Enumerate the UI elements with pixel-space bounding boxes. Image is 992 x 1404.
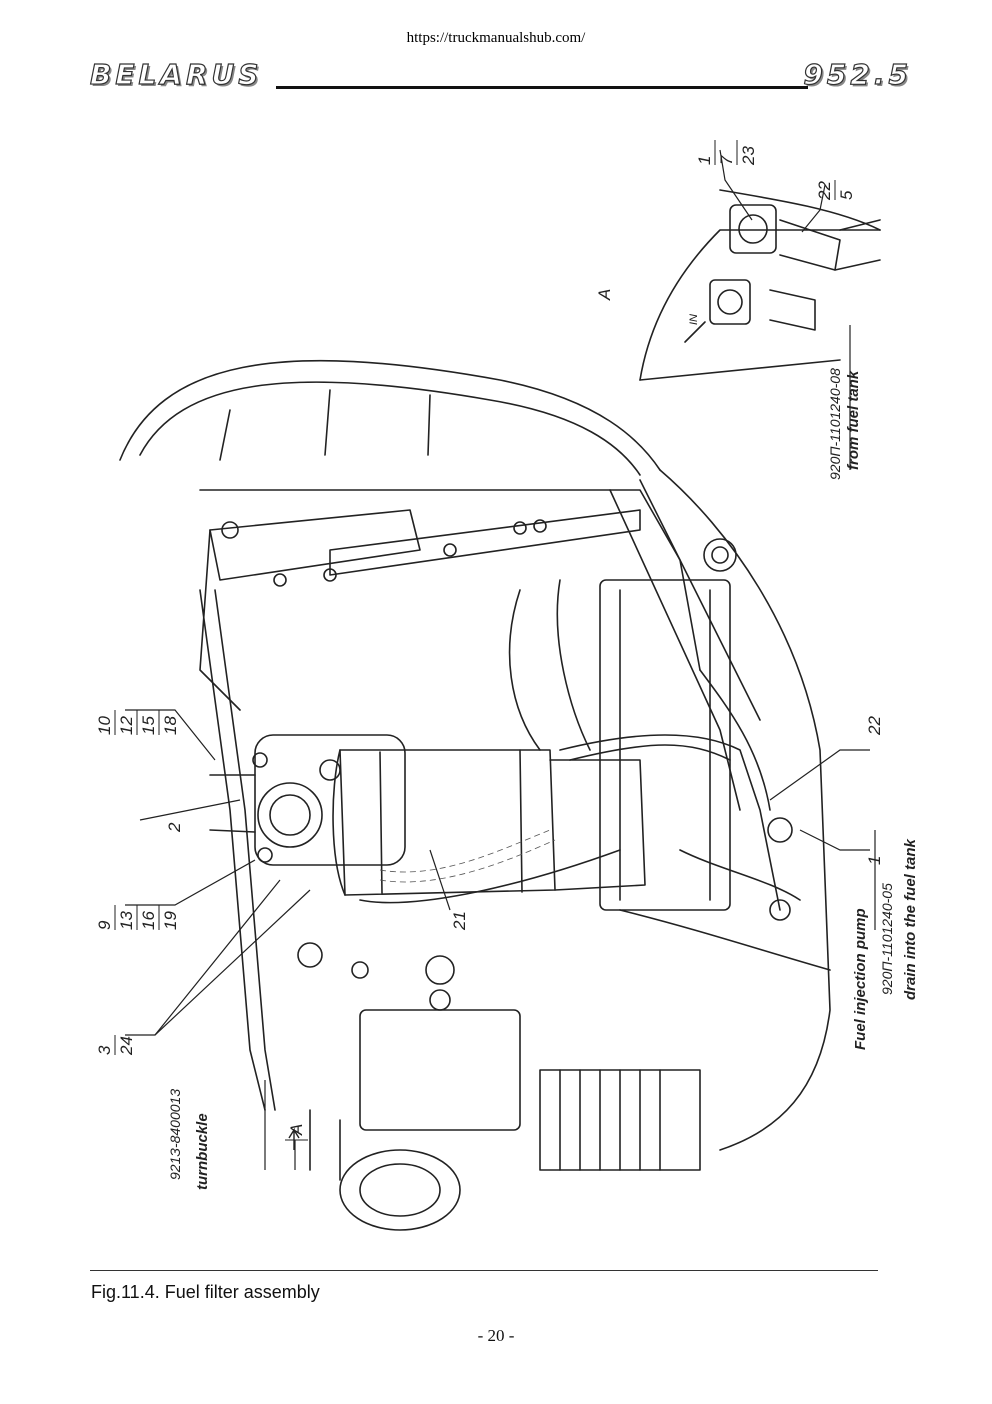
turnbuckle-code: 921З-8400013 (167, 1089, 183, 1180)
callout-24: 24 (117, 1036, 136, 1056)
source-url[interactable]: https://truckmanualshub.com/ (406, 30, 586, 46)
drain-label: drain into the fuel tank (902, 839, 919, 1000)
callout-5: 5 (837, 190, 856, 200)
callout-3: 3 (95, 1045, 114, 1055)
caption-rule (90, 1270, 878, 1271)
callout-21: 21 (450, 911, 469, 931)
callout-10: 10 (95, 716, 114, 735)
callout-1: 1 (695, 156, 714, 165)
callout-2: 2 (165, 822, 184, 833)
callout-9: 9 (95, 920, 114, 930)
header-rule (276, 86, 808, 89)
in-label: IN (688, 314, 700, 325)
fuel-filter-drawing: 10 12 15 18 2 9 13 16 19 3 24 21 22 1 1 (95, 140, 919, 1231)
callout-23: 23 (739, 146, 758, 166)
figure-caption: Fig.11.4. Fuel filter assembly (91, 1282, 320, 1302)
callout-19: 19 (161, 911, 180, 930)
injection-pump-label: Fuel injection pump (852, 908, 869, 1050)
from-tank-code: 920П-1101240-08 (827, 368, 843, 480)
callout-22-lower: 22 (865, 716, 884, 736)
model-number: 952.5 (803, 57, 912, 91)
turnbuckle-label: turnbuckle (194, 1113, 211, 1190)
drain-code: 920П-1101240-05 (879, 883, 895, 995)
callout-7: 7 (717, 155, 736, 165)
callout-18: 18 (161, 716, 180, 735)
from-tank-label: from fuel tank (845, 370, 862, 470)
page-number: - 20 - (477, 1326, 515, 1345)
brand-logo: BELARUS (89, 57, 263, 91)
view-a-label: A (595, 289, 614, 301)
callout-13: 13 (117, 911, 136, 930)
callout-12: 12 (117, 716, 136, 735)
callout-15: 15 (139, 716, 158, 735)
callout-16: 16 (139, 911, 158, 930)
callout-22: 22 (815, 181, 834, 201)
callout-1-lower: 1 (865, 856, 884, 865)
